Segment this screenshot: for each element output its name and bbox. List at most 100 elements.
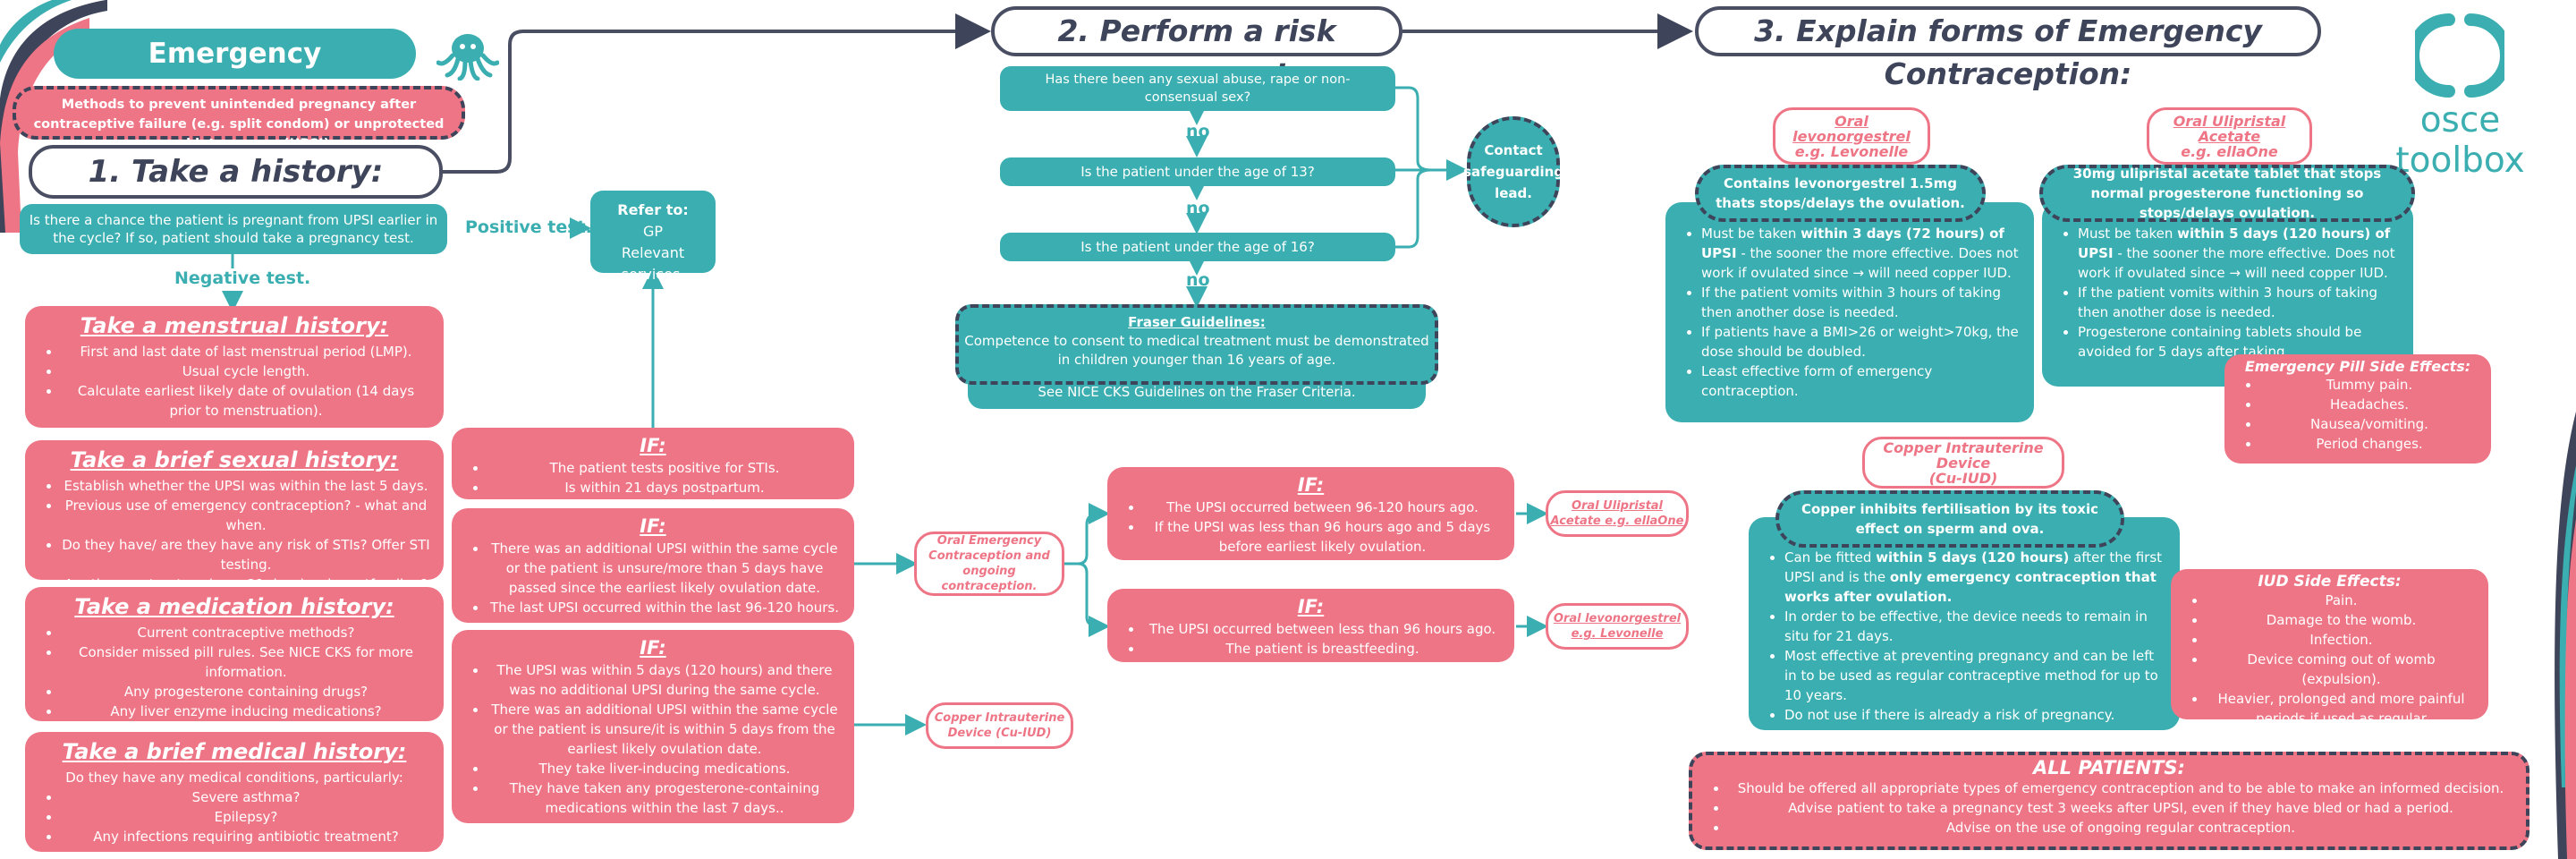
list-item: Epilepsy? (61, 807, 431, 827)
list-item: The UPSI occurred between less than 96 h… (1143, 619, 1502, 639)
copper-iud-card: Can be fitted within 5 days (120 hours) … (1749, 517, 2180, 730)
list-item: Period changes. (2260, 434, 2479, 454)
list-item: They take liver-inducing medications. (487, 759, 842, 778)
list-item: Can be fitted within 5 days (120 hours) … (1784, 548, 2167, 607)
medication-history-card: Take a medication history: Current contr… (25, 587, 444, 721)
decorative-swoosh-left (0, 0, 107, 233)
all-patients-card: ALL PATIENTS: Should be offered all appr… (1689, 752, 2529, 850)
levonorgestrel-eg: e.g. Levonelle (1794, 142, 1909, 160)
medical-history-title: Take a brief medical history: (62, 739, 407, 764)
oral-ec-node: Oral Emergency Contraception and ongoing… (914, 532, 1064, 596)
pregnancy-question: Is there a chance the patient is pregnan… (20, 204, 447, 254)
no-label: no (1186, 199, 1210, 218)
list-item: In order to be effective, the device nee… (1784, 607, 2167, 646)
pill-side-effects-title: Emergency Pill Side Effects: (2244, 358, 2471, 375)
risk-question-under-16: Is the patient under the age of 16? (1000, 233, 1395, 261)
list-item: Damage to the womb. (2207, 610, 2476, 630)
refer-box: Refer to: GP Relevant services. (590, 191, 716, 283)
list-item: If patients have a BMI>26 or weight>70kg… (1701, 322, 2021, 361)
iud-side-effects-title: IUD Side Effects: (2258, 573, 2402, 591)
safeguarding-node: Contact safeguarding lead. (1463, 116, 1563, 227)
list-item: Severe asthma? (61, 787, 431, 807)
levonorgestrel-node: Oral levonorgestrel e.g. Levonelle (1546, 603, 1689, 650)
list-item: Least effective form of emergency contra… (1701, 361, 2021, 401)
list-item: Any progesterone containing drugs? (61, 682, 431, 702)
list-item: The patient is breastfeeding. (1143, 639, 1502, 659)
levonorgestrel-summary: Contains levonorgestrel 1.5mg thats stop… (1695, 165, 1986, 222)
list-item: Establish whether the UPSI was within th… (61, 476, 431, 496)
copper-iud-label: Copper Intrauterine Device (Cu-IUD) (1862, 437, 2064, 489)
copper-iud-name: Copper Intrauterine Device (1883, 438, 2044, 472)
list-item: They have taken any progesterone-contain… (487, 778, 842, 818)
pill-side-effects-card: Emergency Pill Side Effects: Tummy pain.… (2224, 354, 2491, 464)
list-item: Calculate earliest likely date of ovulat… (61, 381, 431, 421)
list-item: Do not use if there is already a risk of… (1784, 705, 2167, 725)
fraser-text: Competence to consent to medical treatme… (964, 333, 1429, 368)
list-item: If the patient vomits within 3 hours of … (2078, 283, 2401, 322)
if-title: IF: (1297, 474, 1325, 496)
list-item: There was an additional UPSI within the … (487, 700, 842, 759)
refer-services: Relevant services. (621, 244, 685, 283)
list-item: Tummy pain. (2260, 375, 2479, 395)
octopus-icon (436, 34, 499, 81)
list-item: Advise patient to take a pregnancy test … (1728, 798, 2513, 818)
list-item: Nausea/vomiting. (2260, 414, 2479, 434)
list-item: First and last date of last menstrual pe… (61, 342, 431, 361)
main-title: Emergency Contraception (54, 29, 416, 120)
positive-test-label: Positive test. (465, 217, 592, 237)
ulipristal-name: Oral Ulipristal Acetate (2173, 112, 2286, 145)
iud-side-effects-card: IUD Side Effects: Pain. Damage to the wo… (2171, 569, 2488, 746)
refer-gp: GP (642, 223, 664, 240)
if-title: IF: (640, 515, 666, 537)
no-label: no (1186, 122, 1210, 141)
cu-iud-node: Copper Intrauterine Device (Cu-IUD) (926, 702, 1073, 749)
list-item: Most effective at preventing pregnancy a… (1784, 646, 2167, 705)
list-item: The UPSI was within 5 days (120 hours) a… (487, 660, 842, 700)
step-2-header: 2. Perform a risk assessment: (991, 6, 1402, 91)
list-item: Advise on the use of ongoing regular con… (1728, 818, 2513, 838)
ulipristal-label: Oral Ulipristal Acetate e.g. ellaOne (2147, 107, 2312, 165)
list-item: Must be taken within 5 days (120 hours) … (2078, 224, 2401, 283)
if-box-oral: IF: There was an additional UPSI within … (452, 508, 854, 623)
step-3-header: 3. Explain forms of Emergency Contracept… (1695, 6, 2321, 91)
list-item: Must be taken within 3 days (72 hours) o… (1701, 224, 2021, 283)
list-item: Usual cycle length. (61, 361, 431, 381)
refer-title: Refer to: (617, 201, 689, 218)
if-title: IF: (640, 435, 666, 456)
risk-question-under-13: Is the patient under the age of 13? (1000, 157, 1395, 186)
ulipristal-summary: 30mg ulipristal acetate tablet that stop… (2039, 165, 2415, 222)
step-1-header: 1. Take a history: (29, 145, 443, 199)
list-item: Consider missed pill rules. See NICE CKS… (61, 642, 431, 682)
list-item: Device coming out of womb (expulsion). (2207, 650, 2476, 689)
list-item: The last UPSI occurred within the last 9… (487, 598, 842, 617)
list-item: Headaches. (2260, 395, 2479, 414)
list-item: Previous use of emergency contraception?… (61, 496, 431, 535)
list-item: Is within 21 days postpartum. (487, 478, 842, 498)
medication-history-title: Take a medication history: (74, 594, 394, 619)
risk-question-abuse: Has there been any sexual abuse, rape or… (1000, 66, 1395, 111)
if-title: IF: (1297, 596, 1325, 617)
copper-iud-abbr: (Cu-IUD) (1928, 469, 1998, 487)
logo-text: osce toolbox (2395, 100, 2525, 181)
fraser-title: Fraser Guidelines: (1128, 314, 1266, 330)
list-item: Do they have/ are they have any risk of … (61, 535, 431, 574)
if-box-iud: IF: The UPSI was within 5 days (120 hour… (452, 630, 854, 823)
list-item: Infection. (2207, 630, 2476, 650)
no-label: no (1186, 270, 1210, 290)
medical-history-card: Take a brief medical history: Do they ha… (25, 732, 444, 852)
if-box-refer: IF: The patient tests positive for STIs.… (452, 428, 854, 499)
list-item: There was an additional UPSI within the … (487, 539, 842, 598)
levonorgestrel-name: Oral levonorgestrel (1792, 112, 1911, 145)
list-item: Any liver enzyme inducing medications? (61, 702, 431, 721)
list-item: If the UPSI was less than 96 hours ago a… (1143, 517, 1502, 557)
fraser-guidelines: Fraser Guidelines: Competence to consent… (955, 304, 1438, 385)
menstrual-history-title: Take a menstrual history: (80, 313, 389, 338)
list-item: Should be offered all appropriate types … (1728, 778, 2513, 798)
list-item: The patient tests positive for STIs. (487, 458, 842, 478)
sexual-history-card: Take a brief sexual history: Establish w… (25, 440, 444, 592)
decorative-swoosh-right (2555, 412, 2576, 859)
sexual-history-title: Take a brief sexual history: (70, 447, 399, 472)
if-title: IF: (640, 637, 666, 659)
list-item: Current contraceptive methods? (61, 623, 431, 642)
